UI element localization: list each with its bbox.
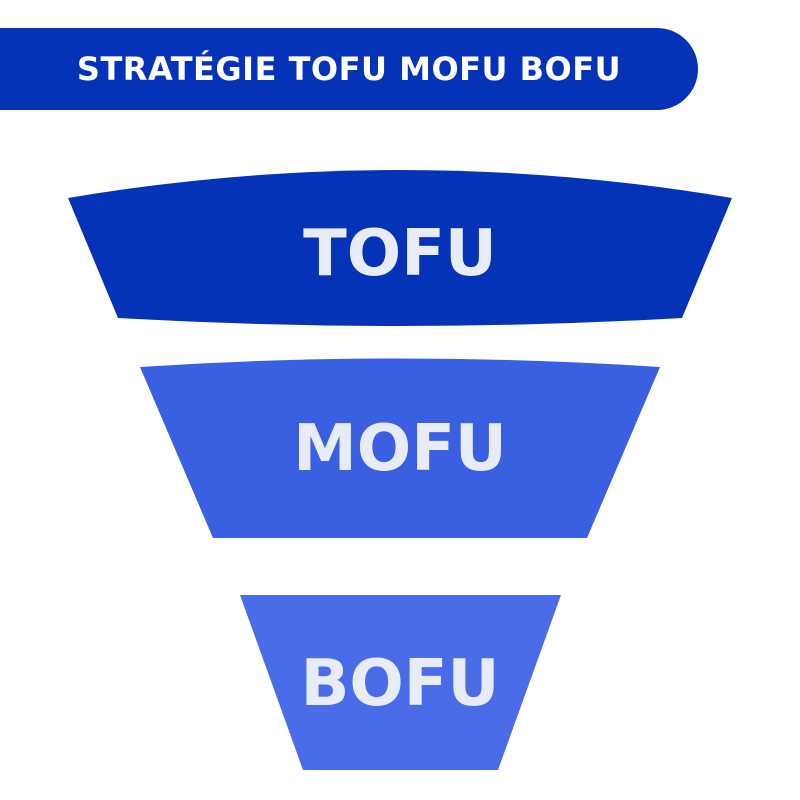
funnel-stage-bofu bbox=[240, 595, 561, 770]
funnel-stage-tofu bbox=[68, 170, 732, 326]
page-title: STRATÉGIE TOFU MOFU BOFU bbox=[76, 50, 622, 88]
funnel-stage-mofu-label: MOFU bbox=[293, 412, 507, 486]
funnel-stage-mofu bbox=[140, 358, 660, 538]
funnel-stage-tofu-label: TOFU bbox=[303, 217, 497, 291]
title-banner: STRATÉGIE TOFU MOFU BOFU bbox=[0, 28, 698, 110]
funnel-stage-bofu-label: BOFU bbox=[301, 647, 500, 721]
